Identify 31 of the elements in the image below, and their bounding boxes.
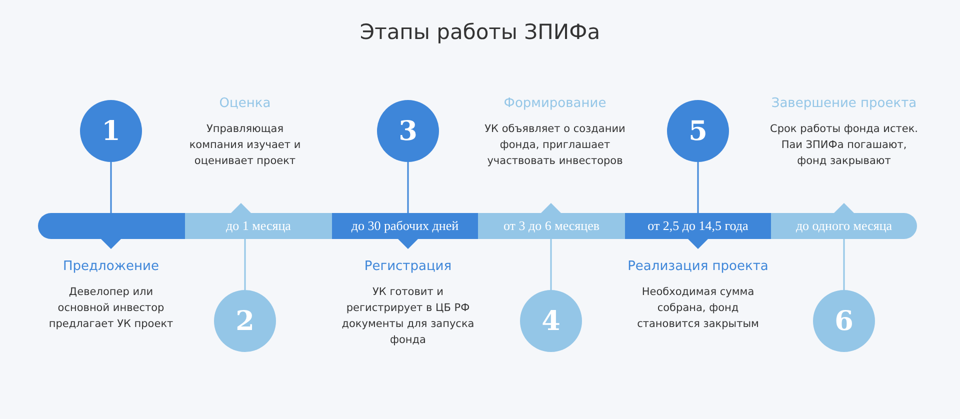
connector-line	[550, 239, 552, 290]
stage-heading: Регистрация	[363, 259, 453, 274]
stage-description: УК готовит и регистрирует в ЦБ РФ документы для запуска фонда	[340, 285, 476, 348]
stage-heading: Формирование	[502, 96, 608, 111]
step-number-circle: 4	[520, 290, 582, 352]
stage-description: Необходимая сумма собрана, фонд становится закрытым	[636, 285, 760, 332]
stage-description: Девелопер или основной инвестор предлагает УК проект	[48, 285, 174, 332]
pointer-triangle	[101, 239, 121, 249]
pointer-triangle	[231, 203, 251, 213]
stage-description: УК объявляет о создании фонда, приглашает участвовать инвесторов	[484, 122, 626, 169]
stage-heading: Завершение проекта	[770, 96, 918, 111]
stage-description: Срок работы фонда истек. Паи ЗПИФа погашают, фонд закрывают	[769, 122, 919, 169]
step-number-circle: 1	[80, 100, 142, 162]
stage-heading: Реализация проекта	[626, 259, 770, 274]
step-number-circle: 5	[667, 100, 729, 162]
connector-line	[244, 239, 246, 290]
pointer-triangle	[541, 203, 561, 213]
connector-line	[843, 239, 845, 290]
connector-line	[407, 162, 409, 213]
step-number-circle: 2	[214, 290, 276, 352]
stage-heading: Предложение	[62, 259, 160, 274]
stage-heading: Оценка	[218, 96, 272, 111]
pointer-triangle	[398, 239, 418, 249]
diagram-title: Этапы работы ЗПИФа	[358, 20, 602, 44]
connector-line	[697, 162, 699, 213]
step-number-circle: 6	[813, 290, 875, 352]
pointer-triangle	[688, 239, 708, 249]
stage-description: Управляющая компания изучает и оценивает проект	[188, 122, 302, 169]
step-number-circle: 3	[377, 100, 439, 162]
connector-line	[110, 162, 112, 213]
pointer-triangle	[834, 203, 854, 213]
